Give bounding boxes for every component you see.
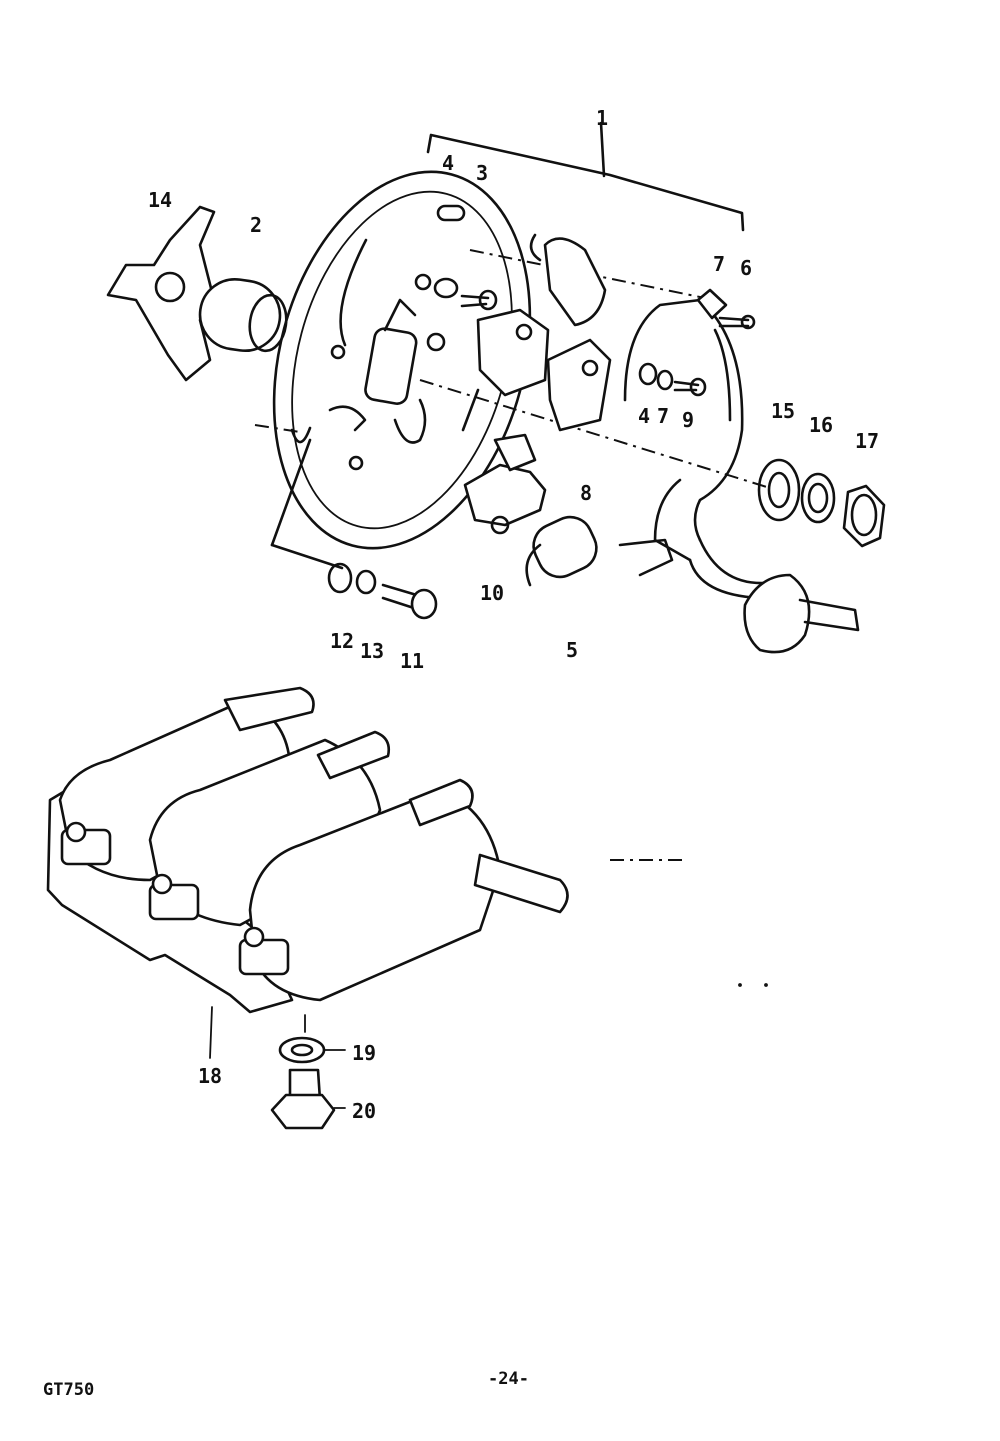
callout-9: 9 bbox=[682, 408, 694, 432]
callout-18: 18 bbox=[198, 1064, 222, 1088]
callout-16: 16 bbox=[809, 413, 833, 437]
callout-8: 8 bbox=[580, 481, 592, 505]
callout-6: 6 bbox=[740, 256, 752, 280]
callout-17: 17 bbox=[855, 429, 879, 453]
callout-labels: 1 2 3 4 5 6 7 8 9 10 11 12 13 14 15 16 1… bbox=[148, 106, 879, 1123]
callout-7b: 7 bbox=[657, 404, 669, 428]
callout-3: 3 bbox=[476, 161, 488, 185]
callout-12: 12 bbox=[330, 629, 354, 653]
callout-4b: 4 bbox=[638, 404, 650, 428]
page-number: -24- bbox=[488, 1369, 529, 1389]
callout-2: 2 bbox=[250, 213, 262, 237]
callout-14: 14 bbox=[148, 188, 172, 212]
breaker-assembly bbox=[106, 121, 886, 654]
callout-5: 5 bbox=[566, 638, 578, 662]
callout-1: 1 bbox=[596, 106, 608, 130]
callout-20: 20 bbox=[352, 1099, 376, 1123]
callout-11: 11 bbox=[400, 649, 424, 673]
model-label: GT750 bbox=[43, 1380, 95, 1400]
coil-assembly bbox=[46, 686, 768, 1130]
callout-7: 7 bbox=[713, 252, 725, 276]
callout-19: 19 bbox=[352, 1041, 376, 1065]
callout-13: 13 bbox=[360, 639, 384, 663]
callout-4: 4 bbox=[442, 151, 454, 175]
callout-15: 15 bbox=[771, 399, 795, 423]
callout-10: 10 bbox=[480, 581, 504, 605]
